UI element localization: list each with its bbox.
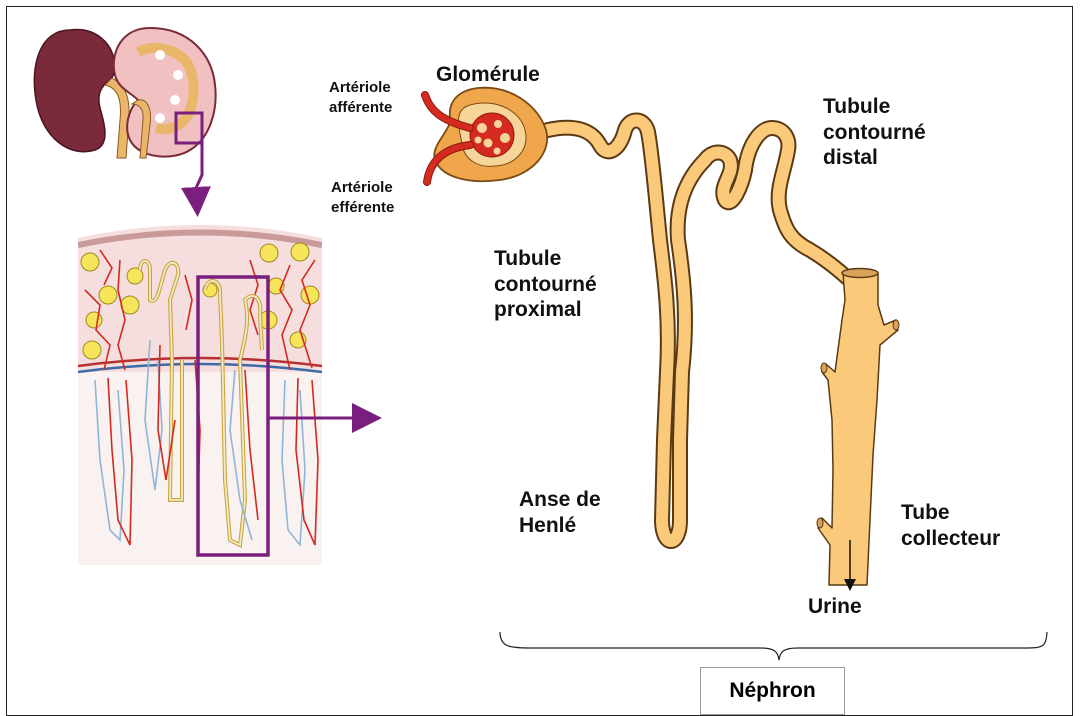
label-tubule-proximal: Tubule contourné proximal [494,246,597,323]
nephron-tubule-outline [548,120,860,541]
nephron-brace [500,632,1047,660]
kidney-thumbnail [34,28,215,158]
label-arteriole-afferente: Artériole afférente [329,78,392,119]
nephron-tubule [548,120,860,541]
collecting-duct-top [842,269,878,278]
label-urine: Urine [808,594,862,620]
zoom-arrow-down [196,143,202,205]
label-glomerule: Glomérule [436,62,540,88]
label-anse-henle: Anse de Henlé [519,487,601,538]
collecting-duct [818,273,898,585]
label-tubule-distal: Tubule contourné distal [823,94,926,171]
label-tube-collecteur: Tube collecteur [901,500,1000,551]
label-nephron: Néphron [701,679,844,703]
tissue-section [78,212,322,572]
glomerular-capillaries [470,113,514,157]
kidney-whole-icon [34,30,114,152]
label-arteriole-efferente: Artériole efférente [331,178,394,219]
